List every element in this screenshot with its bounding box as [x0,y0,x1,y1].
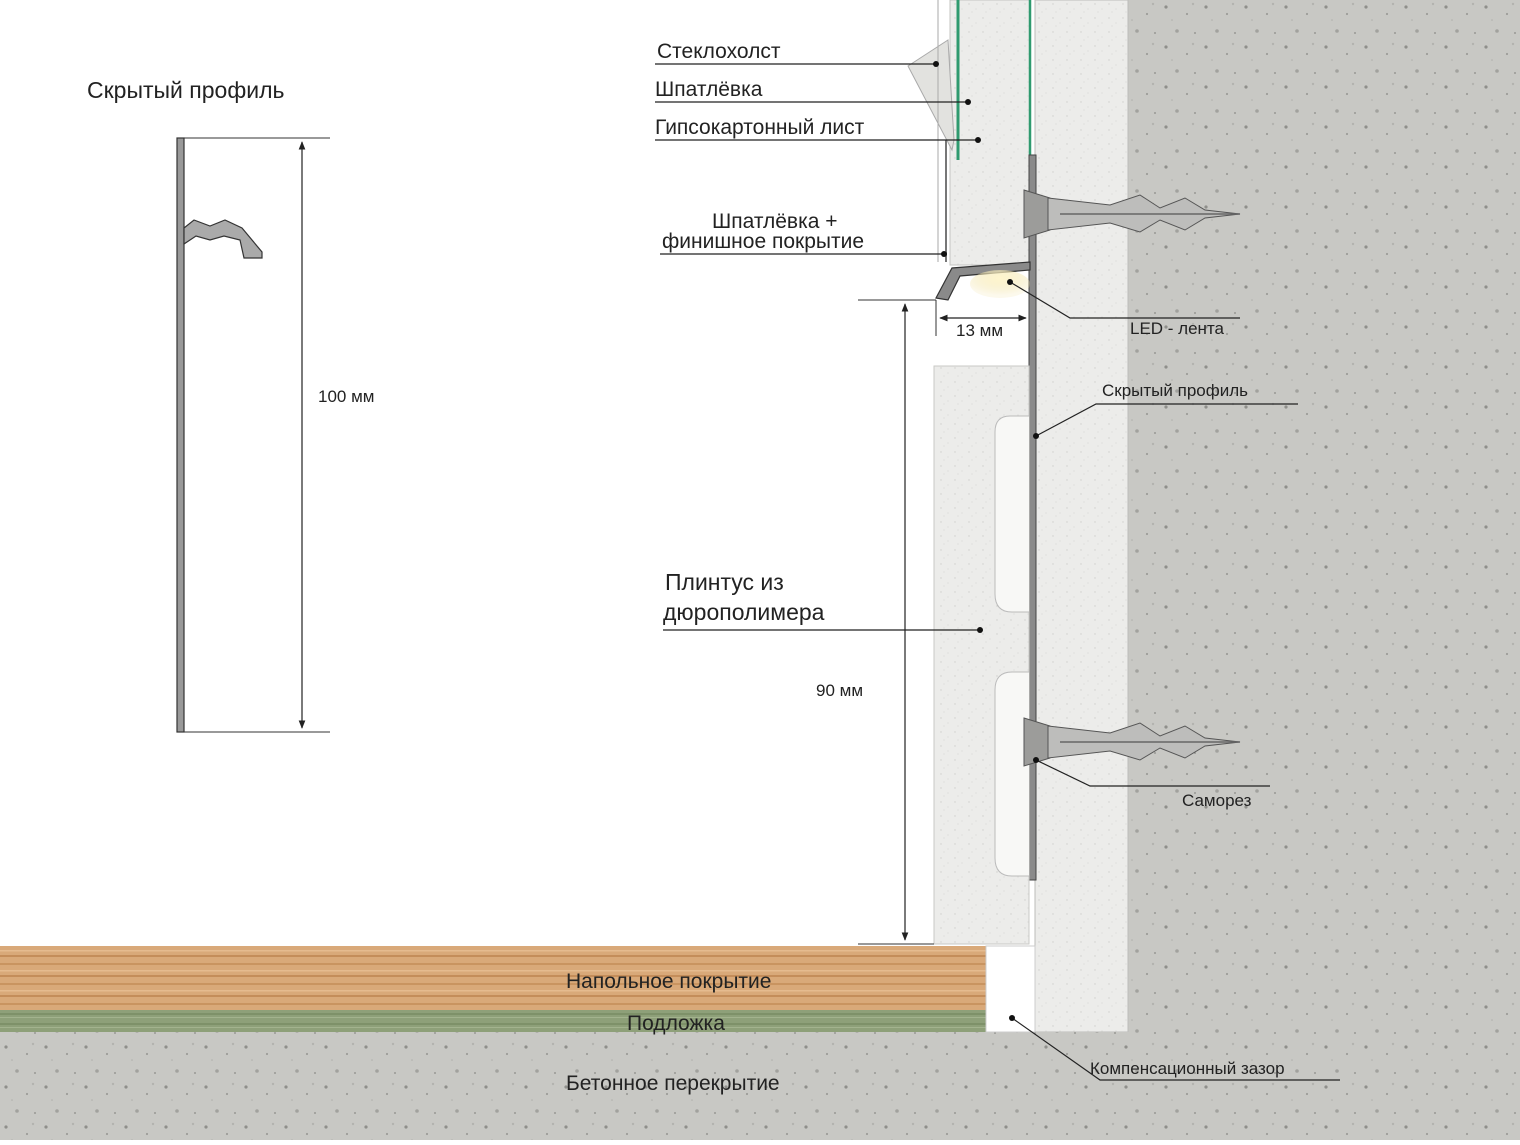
concrete-wall [1128,0,1520,1032]
underlay-layer [0,1010,986,1032]
label-gap-13: 13 мм [956,321,1003,340]
dowel-lower [1023,717,1241,767]
concrete-slab [0,1032,1520,1140]
label-underlay: Подложка [627,1012,725,1035]
wall-plaster-layer [1034,0,1129,1033]
label-fiberglass: Стеклохолст [657,40,781,63]
leader-dots [933,61,1039,1021]
label-putty-finish-1: Шпатлёвка + [712,210,838,233]
label-skirting-1: Плинтус из [665,569,784,595]
label-expansion-gap: Компенсационный зазор [1090,1059,1285,1078]
leader-lines [655,63,1340,1081]
profile-drawing-hook [183,219,263,259]
label-drywall: Гипсокартонный лист [655,116,865,139]
profile-drawing-body [176,137,185,733]
profile-height-label: 100 мм [318,387,374,406]
label-screw: Саморез [1182,791,1252,810]
putty-wedge [907,39,955,152]
label-led: LED - лента [1130,319,1225,338]
dowel-upper [1023,189,1241,239]
label-putty-finish-2: финишное покрытие [662,230,864,253]
floor-covering [0,946,986,1010]
led-strip-glow [970,270,1030,298]
label-putty: Шпатлёвка [655,78,763,101]
drywall-sheet [949,0,1031,266]
skirting-recess-upper [994,415,1029,613]
label-slab: Бетонное перекрытие [566,1072,780,1095]
label-floor-cover: Напольное покрытие [566,970,771,993]
profile-title: Скрытый профиль [87,77,285,103]
label-height-90: 90 мм [816,681,863,700]
label-skirting-2: дюрополимера [663,599,825,625]
label-hidden-profile: Скрытый профиль [1102,381,1248,400]
skirting-recess-lower [994,671,1029,877]
